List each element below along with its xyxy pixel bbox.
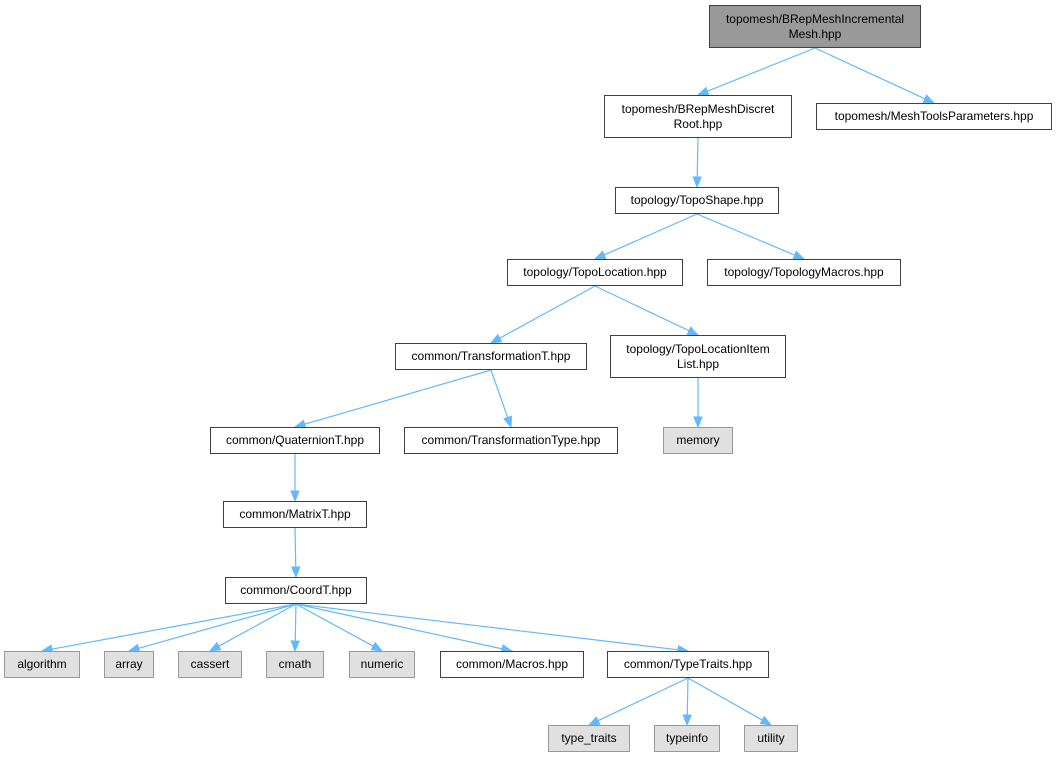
edge-n_typetraits-n_type_traits: [597, 677, 689, 722]
node-brepmesh-incremental-mesh[interactable]: topomesh/BRepMeshIncremental Mesh.hpp: [709, 5, 921, 48]
arrowhead-n_coord-n_cassert: [208, 641, 222, 652]
arrowhead-n_typetraits-n_type_traits: [587, 716, 601, 726]
arrowhead-n_toposhape-n_topolocation: [593, 250, 607, 260]
edge-n_transformation-n_transtype: [490, 369, 509, 418]
arrowhead-n_root-n_discret: [696, 86, 710, 96]
node-matrix-t[interactable]: common/MatrixT.hpp: [223, 501, 367, 528]
edge-n_coord-n_algorithm: [51, 603, 297, 650]
node-topology-macros[interactable]: topology/TopologyMacros.hpp: [707, 259, 901, 286]
node-memory: memory: [663, 427, 733, 454]
arrowhead-n_typetraits-n_utility: [759, 715, 773, 726]
node-quaternion-t[interactable]: common/QuaternionT.hpp: [210, 427, 380, 454]
node-transformation-type[interactable]: common/TransformationType.hpp: [404, 427, 618, 454]
edge-n_transformation-n_quaternion: [304, 369, 492, 425]
node-topo-location[interactable]: topology/TopoLocation.hpp: [507, 259, 683, 286]
edge-n_coord-n_cmath: [294, 603, 297, 642]
edge-n_coord-n_typetraits: [295, 603, 679, 651]
edge-n_coord-n_array: [138, 603, 297, 649]
node-numeric: numeric: [349, 651, 415, 678]
node-brepmesh-discret-root[interactable]: topomesh/BRepMeshDiscret Root.hpp: [604, 95, 792, 138]
node-type-traits-hpp[interactable]: common/TypeTraits.hpp: [607, 651, 769, 678]
node-mesh-tools-parameters[interactable]: topomesh/MeshToolsParameters.hpp: [816, 103, 1052, 130]
arrowhead-n_typetraits-n_typeinfo: [682, 714, 692, 727]
edge-n_toposhape-n_topomacros: [696, 213, 796, 256]
node-algorithm: algorithm: [4, 651, 80, 678]
arrowhead-n_root-n_toolsparams: [922, 94, 936, 104]
edge-n_toposhape-n_topolocation: [603, 213, 698, 256]
arrowhead-n_quaternion-n_matrix: [290, 490, 300, 503]
edge-n_topolocation-n_transformation: [499, 285, 596, 339]
edge-n_typetraits-n_typeinfo: [686, 677, 689, 716]
node-coord-t[interactable]: common/CoordT.hpp: [225, 577, 367, 604]
arrowhead-n_matrix-n_coord: [291, 566, 301, 579]
arrowhead-n_transformation-n_transtype: [503, 415, 512, 429]
edge-n_coord-n_macros: [295, 603, 503, 650]
node-type-traits: type_traits: [548, 725, 630, 752]
arrowhead-n_topolocation-n_locitemlist: [686, 326, 700, 336]
edge-n_coord-n_cassert: [218, 603, 297, 647]
arrowhead-n_discret-n_toposhape: [692, 176, 702, 189]
node-utility: utility: [744, 725, 798, 752]
edge-n_typetraits-n_utility: [687, 677, 763, 721]
edge-n_coord-n_numeric: [295, 603, 374, 647]
arrowhead-n_coord-n_cmath: [290, 640, 300, 653]
arrowhead-n_toposhape-n_topomacros: [792, 250, 806, 260]
edge-n_discret-n_toposhape: [696, 137, 699, 178]
node-topo-shape[interactable]: topology/TopoShape.hpp: [615, 187, 779, 214]
node-typeinfo: typeinfo: [654, 725, 720, 752]
arrowhead-n_coord-n_numeric: [370, 641, 384, 652]
arrowhead-n_topolocation-n_transformation: [489, 333, 503, 344]
arrowhead-n_locitemlist-n_memory: [693, 416, 703, 429]
edge-n_topolocation-n_locitemlist: [594, 285, 690, 332]
edge-n_root-n_discret: [707, 47, 816, 92]
node-cmath: cmath: [266, 651, 324, 678]
node-macros[interactable]: common/Macros.hpp: [440, 651, 584, 678]
edge-n_matrix-n_coord: [294, 527, 297, 568]
edge-n_root-n_toolsparams: [814, 47, 926, 100]
node-cassert: cassert: [178, 651, 242, 678]
node-topo-location-item-list[interactable]: topology/TopoLocationItem List.hpp: [610, 335, 786, 378]
node-transformation-t[interactable]: common/TransformationT.hpp: [395, 343, 587, 370]
node-array: array: [104, 651, 154, 678]
